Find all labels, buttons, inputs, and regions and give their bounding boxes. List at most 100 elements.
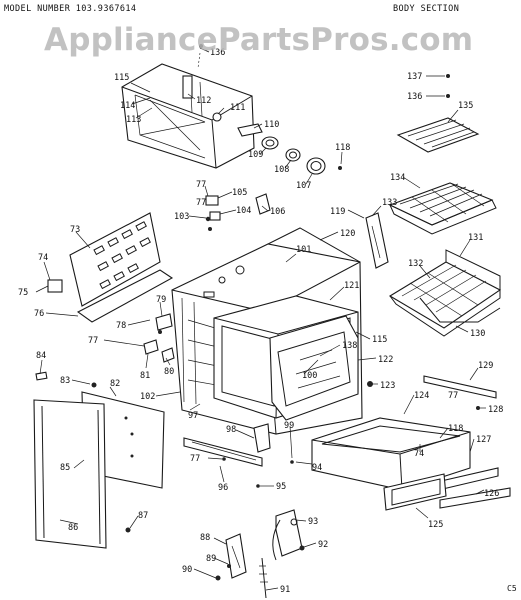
callout-label-104[interactable]: 104: [236, 206, 251, 216]
callout-label-92[interactable]: 92: [318, 540, 328, 550]
drawer-front-panel[interactable]: [383, 473, 447, 511]
callout-label-77-b[interactable]: 77: [196, 198, 206, 208]
callout-label-113[interactable]: 113: [126, 115, 141, 125]
vent-ring-gasket[interactable]: [261, 136, 279, 150]
callout-label-107[interactable]: 107: [296, 181, 311, 191]
callout-label-77-c[interactable]: 77: [88, 336, 98, 346]
callout-label-77-d[interactable]: 77: [448, 391, 458, 401]
callout-label-78[interactable]: 78: [116, 321, 126, 331]
drawer-bracket[interactable]: [253, 423, 271, 453]
callout-label-74-drawer[interactable]: 74: [414, 449, 424, 459]
callout-label-106[interactable]: 106: [270, 207, 285, 217]
drawer-rail-left[interactable]: [183, 437, 263, 467]
callout-label-121[interactable]: 121: [344, 281, 359, 291]
callout-label-135[interactable]: 135: [458, 101, 473, 111]
callout-label-77-e[interactable]: 77: [190, 454, 200, 464]
callout-label-122[interactable]: 122: [378, 355, 393, 365]
callout-label-138[interactable]: 138: [342, 341, 357, 351]
callout-label-76[interactable]: 76: [34, 309, 44, 319]
callout-label-89[interactable]: 89: [206, 554, 216, 564]
latch-assembly[interactable]: [143, 313, 175, 363]
callout-label-109[interactable]: 109: [248, 150, 263, 160]
side-panel[interactable]: [33, 399, 107, 549]
side-panel-screw[interactable]: [91, 382, 131, 533]
vent-ring-trim[interactable]: [285, 148, 301, 162]
callout-label-128[interactable]: 128: [488, 405, 503, 415]
callout-label-82[interactable]: 82: [110, 379, 120, 389]
callout-label-88[interactable]: 88: [200, 533, 210, 543]
storage-drawer[interactable]: [311, 417, 471, 491]
kick-plate[interactable]: [439, 487, 511, 509]
callout-label-73[interactable]: 73: [70, 225, 80, 235]
callout-label-120[interactable]: 120: [340, 229, 355, 239]
callout-label-127[interactable]: 127: [476, 435, 491, 445]
oven-rack[interactable]: [388, 249, 502, 337]
callout-label-105[interactable]: 105: [232, 188, 247, 198]
callout-label-97[interactable]: 97: [188, 411, 198, 421]
callout-label-133[interactable]: 133: [382, 198, 397, 208]
callout-label-111[interactable]: 111: [230, 103, 245, 113]
callout-label-108[interactable]: 108: [274, 165, 289, 175]
callout-label-77-a[interactable]: 77: [196, 180, 206, 190]
hinge-receptacle[interactable]: [225, 533, 247, 579]
callout-label-125[interactable]: 125: [428, 520, 443, 530]
callout-label-75[interactable]: 75: [18, 288, 28, 298]
callout-label-119[interactable]: 119: [330, 207, 345, 217]
callout-label-114[interactable]: 114: [120, 101, 135, 111]
callout-label-98[interactable]: 98: [226, 425, 236, 435]
callout-label-95[interactable]: 95: [276, 482, 286, 492]
vent-ring-outer[interactable]: [306, 157, 326, 175]
door-hinge-block[interactable]: [365, 212, 389, 269]
callout-label-84[interactable]: 84: [36, 351, 46, 361]
callout-label-99[interactable]: 99: [284, 421, 294, 431]
callout-label-126[interactable]: 126: [484, 489, 499, 499]
callout-label-118-bottom[interactable]: 118: [448, 424, 463, 434]
rear-bottom-rail[interactable]: [76, 269, 174, 323]
callout-label-136-top[interactable]: 136: [210, 48, 225, 58]
callout-label-124[interactable]: 124: [414, 391, 429, 401]
broil-rack-small[interactable]: [396, 117, 480, 153]
callout-label-96[interactable]: 96: [218, 483, 228, 493]
callout-label-110[interactable]: 110: [264, 120, 279, 130]
callout-label-83[interactable]: 83: [60, 376, 70, 386]
hinge-spring-rod[interactable]: [259, 557, 268, 599]
thermostat-bracket[interactable]: [205, 193, 271, 231]
callout-label-91[interactable]: 91: [280, 585, 290, 595]
side-clip[interactable]: [35, 371, 48, 381]
callout-label-93[interactable]: 93: [308, 517, 318, 527]
callout-label-112[interactable]: 112: [196, 96, 211, 106]
oven-door[interactable]: [269, 315, 359, 421]
callout-label-101[interactable]: 101: [296, 245, 311, 255]
callout-label-86[interactable]: 86: [68, 523, 78, 533]
callout-label-74-left[interactable]: 74: [38, 253, 48, 263]
top-vent-hood[interactable]: [121, 52, 255, 169]
callout-label-90[interactable]: 90: [182, 565, 192, 575]
callout-label-123[interactable]: 123: [380, 381, 395, 391]
callout-label-131[interactable]: 131: [468, 233, 483, 243]
callout-label-134[interactable]: 134: [390, 173, 405, 183]
glide-button[interactable]: [367, 381, 373, 387]
door-hinge-arm[interactable]: [272, 509, 303, 561]
callout-label-85[interactable]: 85: [60, 463, 70, 473]
callout-label-103[interactable]: 103: [174, 212, 189, 222]
callout-label-100[interactable]: 100: [302, 371, 317, 381]
callout-label-137[interactable]: 137: [407, 72, 422, 82]
callout-label-130[interactable]: 130: [470, 329, 485, 339]
callout-label-81[interactable]: 81: [140, 371, 150, 381]
drawer-slide-right[interactable]: [423, 375, 497, 399]
callout-label-132[interactable]: 132: [408, 259, 423, 269]
callout-label-136-right[interactable]: 136: [407, 92, 422, 102]
callout-label-115-hood[interactable]: 115: [114, 73, 129, 83]
callout-label-115-side[interactable]: 115: [372, 335, 387, 345]
callout-label-79[interactable]: 79: [156, 295, 166, 305]
rear-panel[interactable]: [69, 212, 161, 307]
callout-label-94[interactable]: 94: [312, 463, 322, 473]
callout-label-80[interactable]: 80: [164, 367, 174, 377]
callout-label-118-top[interactable]: 118: [335, 143, 350, 153]
callout-label-129[interactable]: 129: [478, 361, 493, 371]
callout-label-87[interactable]: 87: [138, 511, 148, 521]
broiler-grid[interactable]: [388, 182, 497, 235]
terminal-block[interactable]: [47, 279, 63, 293]
callout-label-102[interactable]: 102: [140, 392, 155, 402]
